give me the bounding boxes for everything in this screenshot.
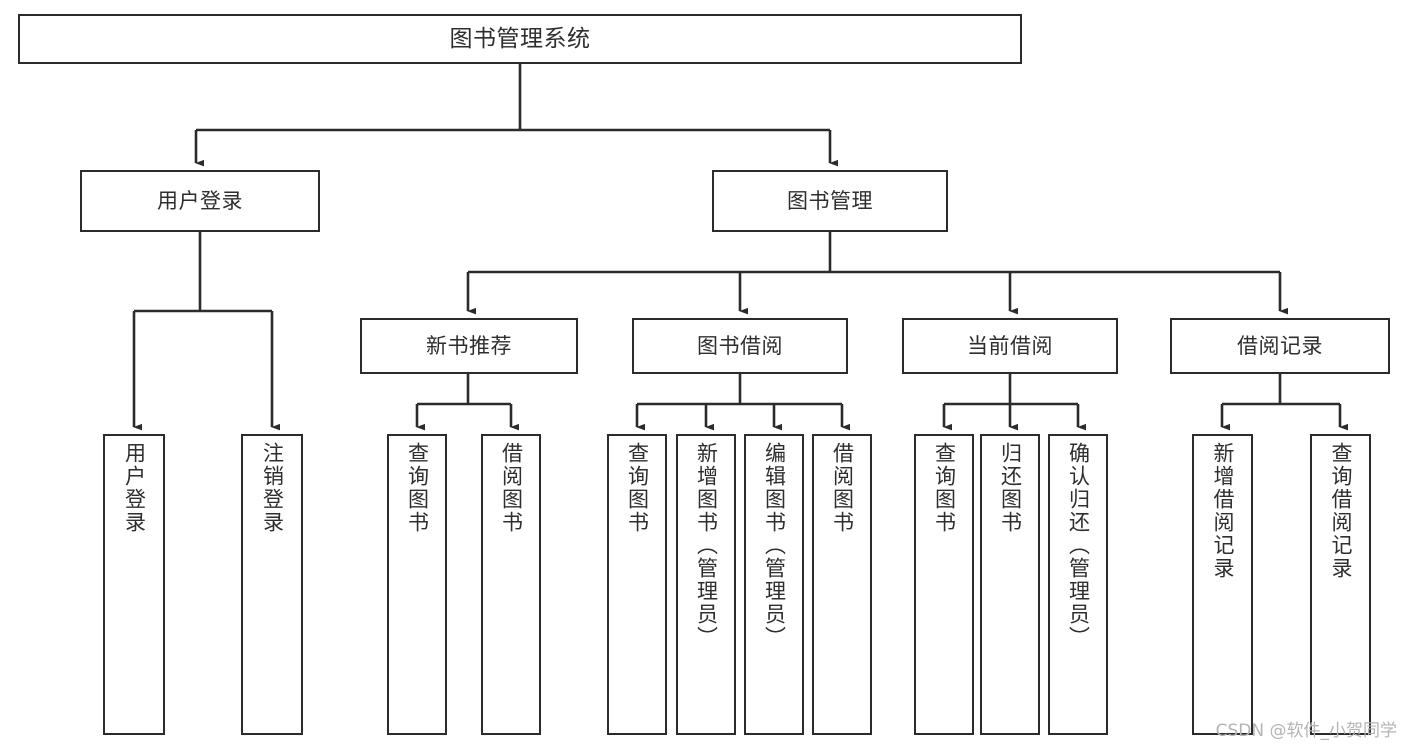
node-label: 借阅记录	[1237, 333, 1323, 358]
node-current-borrow[interactable]: 当前借阅	[902, 318, 1118, 374]
leaf-current-borrow-confirm-return[interactable]: 确认归还（管理员）	[1048, 434, 1108, 735]
node-label: 借阅图书	[499, 442, 524, 534]
node-book-borrow[interactable]: 图书借阅	[632, 318, 848, 374]
node-label: 当前借阅	[967, 333, 1053, 358]
node-label: 新增借阅记录	[1211, 442, 1235, 580]
leaf-current-borrow-query[interactable]: 查询图书	[914, 434, 974, 735]
leaf-book-borrow-query[interactable]: 查询图书	[607, 434, 667, 735]
leaf-current-borrow-return[interactable]: 归还图书	[980, 434, 1040, 735]
node-label: 编辑图书（管理员）	[762, 442, 787, 649]
node-label: 确认归还（管理员）	[1066, 442, 1091, 649]
node-root-book-management-system[interactable]: 图书管理系统	[18, 14, 1022, 64]
node-label: 查询借阅记录	[1329, 442, 1353, 580]
node-book-management[interactable]: 图书管理	[712, 170, 948, 232]
node-label: 用户登录	[157, 188, 243, 213]
node-user-login[interactable]: 用户登录	[80, 170, 320, 232]
leaf-book-borrow-add[interactable]: 新增图书（管理员）	[676, 434, 736, 735]
node-label: 用户登录	[122, 442, 147, 534]
node-label: 借阅图书	[830, 442, 855, 534]
node-label: 图书管理系统	[449, 25, 591, 52]
node-label: 注销登录	[260, 442, 285, 534]
node-label: 图书借阅	[697, 333, 783, 358]
node-label: 查询图书	[625, 442, 650, 534]
node-new-book-recommend[interactable]: 新书推荐	[360, 318, 578, 374]
leaf-borrow-record-query[interactable]: 查询借阅记录	[1310, 434, 1371, 735]
leaf-new-book-query[interactable]: 查询图书	[387, 434, 447, 735]
node-borrow-record[interactable]: 借阅记录	[1170, 318, 1390, 374]
leaf-user-login-login[interactable]: 用户登录	[103, 434, 165, 735]
leaf-borrow-record-add[interactable]: 新增借阅记录	[1192, 434, 1253, 735]
node-label: 新增图书（管理员）	[694, 442, 719, 649]
leaf-book-borrow-borrow[interactable]: 借阅图书	[812, 434, 872, 735]
leaf-user-login-logout[interactable]: 注销登录	[241, 434, 303, 735]
node-label: 查询图书	[405, 442, 430, 534]
node-label: 图书管理	[787, 188, 873, 213]
node-label: 查询图书	[932, 442, 957, 534]
node-label: 归还图书	[998, 442, 1023, 534]
leaf-book-borrow-edit[interactable]: 编辑图书（管理员）	[744, 434, 804, 735]
node-label: 新书推荐	[426, 333, 512, 358]
leaf-new-book-borrow[interactable]: 借阅图书	[481, 434, 541, 735]
